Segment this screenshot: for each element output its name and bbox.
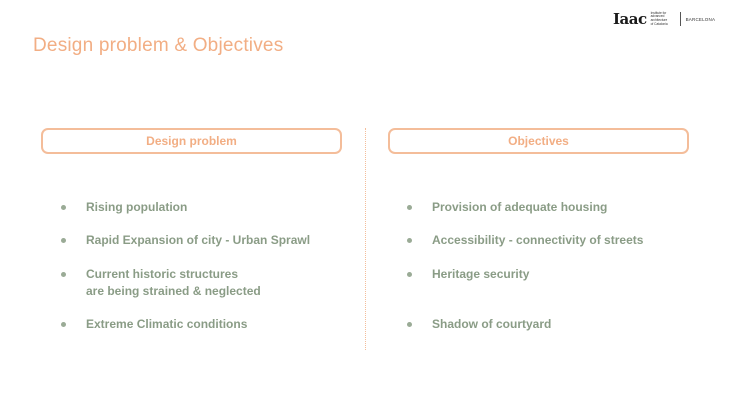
list-item-text: Provision of adequate housing [432, 200, 608, 214]
logo-line: advanced [650, 14, 665, 19]
list-item: Rapid Expansion of city - Urban Sprawl [61, 232, 310, 249]
list-item: Provision of adequate housing [407, 199, 607, 216]
bullet-icon [61, 272, 66, 277]
slide-title: Design problem & Objectives [33, 35, 284, 56]
list-item-text: Rapid Expansion of city - Urban Sprawl [86, 233, 311, 247]
bullet-icon [407, 205, 412, 210]
bullet-icon [61, 205, 66, 210]
column-divider [365, 128, 366, 350]
list-item-text: Extreme Climatic conditions [86, 317, 248, 331]
logo-line: architecture [650, 18, 668, 22]
bullet-icon [61, 322, 66, 327]
list-item: Shadow of courtyard [407, 316, 551, 333]
bullet-icon [407, 238, 412, 243]
list-item: Rising population [61, 199, 187, 216]
iaac-logo: Iaac Institute for advanced architecture… [613, 10, 715, 28]
list-item-text: Current historic structures are being st… [86, 267, 261, 298]
list-item-text: Accessibility - connectivity of streets [432, 233, 644, 247]
logo-line: Institute for [650, 10, 667, 15]
logo-mark: Iaac [613, 10, 647, 28]
list-item: Accessibility - connectivity of streets [407, 232, 643, 249]
list-item: Heritage security [407, 266, 529, 283]
logo-line: of Catalonia [650, 21, 668, 26]
objectives-header: Objectives [388, 128, 689, 154]
bullet-icon [407, 272, 412, 277]
list-item: Extreme Climatic conditions [61, 316, 247, 333]
bullet-icon [61, 238, 66, 243]
logo-city: BARCELONA [685, 16, 716, 22]
design-problem-header: Design problem [41, 128, 342, 154]
list-item-text: Shadow of courtyard [432, 317, 552, 331]
list-item-text: Rising population [86, 200, 188, 214]
list-item: Current historic structures are being st… [61, 266, 261, 300]
list-item-text: Heritage security [432, 267, 530, 281]
logo-institute-text: Institute for advanced architecture of C… [650, 10, 677, 26]
bullet-icon [407, 322, 412, 327]
logo-separator [679, 12, 681, 26]
